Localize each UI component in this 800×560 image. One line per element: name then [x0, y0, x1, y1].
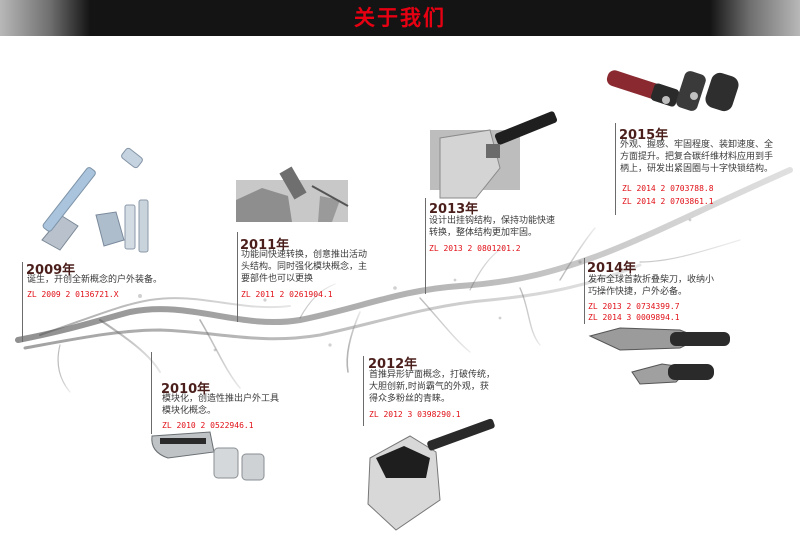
- page-title: 关于我们: [354, 6, 446, 30]
- patent-number: ZL 2014 2 0703788.8: [622, 184, 714, 193]
- connector-line-2015: [615, 123, 616, 215]
- milestone-year: 2015年: [619, 128, 669, 143]
- connector-line-2011: [237, 232, 238, 322]
- patent-number: ZL 2009 2 0136721.X: [27, 290, 119, 299]
- connector-line-2013: [425, 198, 426, 294]
- connector-line-2009: [22, 262, 23, 342]
- patent-number: ZL 2011 2 0261904.1: [241, 290, 333, 299]
- milestone-desc: 设计出挂钩结构，保持功能快速转换，整体结构更加牢固。: [429, 216, 556, 238]
- milestone-desc: 外观、握感、牢固程度、装卸速度、全方面提升。把复合碳纤维材料应用到手柄上，研发出…: [620, 140, 774, 174]
- shovel-image-2013: [430, 111, 558, 199]
- connector-line-2010: [151, 352, 152, 434]
- machete-image-2014: [588, 327, 730, 385]
- connector-line-2012: [363, 356, 364, 426]
- milestone-desc: 功能间快速转换，创意推出活动头结构。同时强化模块概念，主要部件也可以更换: [241, 250, 368, 284]
- shovel-image-2009: [41, 147, 149, 253]
- handle-image-2015: [606, 70, 739, 112]
- patent-number: ZL 2012 3 0398290.1: [369, 410, 461, 419]
- patent-number: ZL 2014 2 0703861.1: [622, 197, 714, 206]
- milestone-year: 2011年: [240, 238, 290, 253]
- milestone-year: 2013年: [429, 202, 479, 217]
- patent-number: ZL 2014 3 0009894.1: [588, 313, 680, 322]
- milestone-year: 2012年: [368, 357, 418, 372]
- patent-number: ZL 2013 2 0734399.7: [588, 302, 680, 311]
- milestone-year: 2009年: [26, 263, 76, 278]
- connector-line-2014: [584, 258, 585, 324]
- milestone-desc: 首推异形铲面概念，打破传统，大胆创新,时尚霸气的外观，获得众多粉丝的青睐。: [369, 370, 496, 404]
- header-bar: [0, 0, 800, 36]
- milestone-year: 2010年: [161, 382, 211, 397]
- milestone-year: 2014年: [587, 261, 637, 276]
- patent-number: ZL 2010 2 0522946.1: [162, 421, 254, 430]
- patent-number: ZL 2013 2 0801201.2: [429, 244, 521, 253]
- milestone-desc: 发布全球首款折叠柴刀，收纳小巧操作快捷，户外必备。: [588, 275, 715, 297]
- shovel-image-2012: [367, 418, 495, 531]
- shovel-image-2011: [236, 166, 349, 222]
- milestone-desc: 诞生，开创全新概念的户外装备。: [27, 275, 163, 285]
- milestone-desc: 模块化，创造性推出户外工具模块化概念。: [162, 394, 280, 416]
- knife-image-2010: [151, 431, 265, 481]
